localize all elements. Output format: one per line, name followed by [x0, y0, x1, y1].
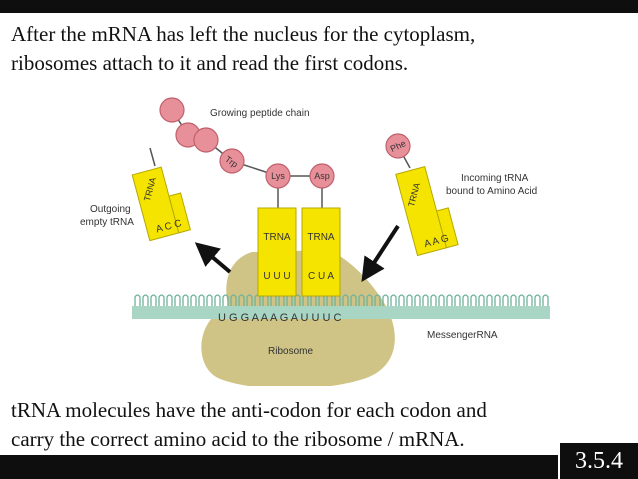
amino-acid-trp [219, 148, 245, 174]
amino-acid-asp [309, 163, 335, 189]
incoming-arrow [361, 224, 400, 283]
mrna-sequence: U G G A A A G A U U U C [218, 312, 342, 324]
mrna-base-tooth [222, 294, 229, 306]
slide-number-badge: 3.5.4 [558, 441, 638, 479]
growing-peptide-label: Growing peptide chain [210, 108, 310, 119]
mrna-base-tooth [150, 294, 157, 306]
caption-top: After the mRNA has left the nucleus for … [11, 22, 476, 75]
mrna-base-tooth [422, 294, 429, 306]
mrna-base-tooth [526, 294, 533, 306]
peptide-amino-acid [193, 127, 219, 153]
mrna-base-tooth [350, 294, 357, 306]
mrna-base-tooth [502, 294, 509, 306]
mrna-base-tooth [430, 294, 437, 306]
outgoing-label-2: empty tRNA [80, 217, 134, 228]
caption-bottom: tRNA molecules have the anti-codon for e… [11, 398, 487, 451]
mrna-base-tooth [486, 294, 493, 306]
amino-acid-lys [265, 163, 291, 189]
bottom-black-bar [0, 455, 638, 479]
outgoing-label-1: Outgoing [90, 204, 131, 215]
trna-incoming: TRNA A A G [395, 165, 459, 257]
mrna-strand [132, 306, 550, 319]
mrna-base-tooth [158, 294, 165, 306]
mrna-base-tooth [190, 294, 197, 306]
mrna-base-tooth [478, 294, 485, 306]
mrna-base-tooth [294, 294, 301, 306]
lys-label: Lys [271, 171, 285, 181]
mrna-base-tooth [542, 294, 549, 306]
mrna-base-tooth [134, 294, 141, 306]
mrna-base-tooth [342, 294, 349, 306]
mrna-base-tooth [246, 294, 253, 306]
trna-lys-anticodon: U U U [263, 271, 290, 282]
messenger-rna-label: MessengerRNA [427, 330, 498, 341]
mrna-base-tooth [438, 294, 445, 306]
mrna-base-tooth [214, 294, 221, 306]
mrna-base-tooth [462, 294, 469, 306]
mrna-base-tooth [142, 294, 149, 306]
mrna-base-tooth [182, 294, 189, 306]
mrna-base-tooth [230, 294, 237, 306]
mrna-base-tooth [174, 294, 181, 306]
trna-lys-label: TRNA [263, 232, 291, 243]
mrna-base-tooth [518, 294, 525, 306]
mrna-base-tooth [510, 294, 517, 306]
incoming-label-1: Incoming tRNA [461, 173, 529, 184]
trna-asp-label: TRNA [307, 232, 335, 243]
amino-acid-phe [385, 133, 411, 159]
mrna-base-tooth [534, 294, 541, 306]
incoming-label-2: bound to Amino Acid [446, 186, 537, 197]
mrna-base-tooth [358, 294, 365, 306]
trna-outgoing: TRNA A C C [131, 166, 192, 242]
ribosome-label: Ribosome [268, 346, 313, 357]
mrna-base-tooth [494, 294, 501, 306]
trna-asp-anticodon: C U A [308, 271, 334, 282]
mrna-base-tooth [470, 294, 477, 306]
top-black-bar [0, 0, 638, 13]
asp-label: Asp [314, 171, 330, 181]
mrna-base-tooth [406, 294, 413, 306]
mrna-base-tooth [206, 294, 213, 306]
trna-asp: TRNA C U A [301, 207, 341, 297]
mrna-base-tooth [198, 294, 205, 306]
mrna-base-tooth [238, 294, 245, 306]
mrna-base-tooth [414, 294, 421, 306]
outgoing-arrow [194, 242, 232, 274]
mrna-base-tooth [382, 294, 389, 306]
mrna-base-tooth [374, 294, 381, 306]
mrna-base-tooth [446, 294, 453, 306]
mrna-base-tooth [390, 294, 397, 306]
mrna-base-tooth [398, 294, 405, 306]
mrna-base-tooth [166, 294, 173, 306]
trna-lys: TRNA U U U [257, 207, 297, 297]
peptide-amino-acid [159, 97, 185, 123]
mrna-base-tooth [454, 294, 461, 306]
mrna-base-tooth [366, 294, 373, 306]
